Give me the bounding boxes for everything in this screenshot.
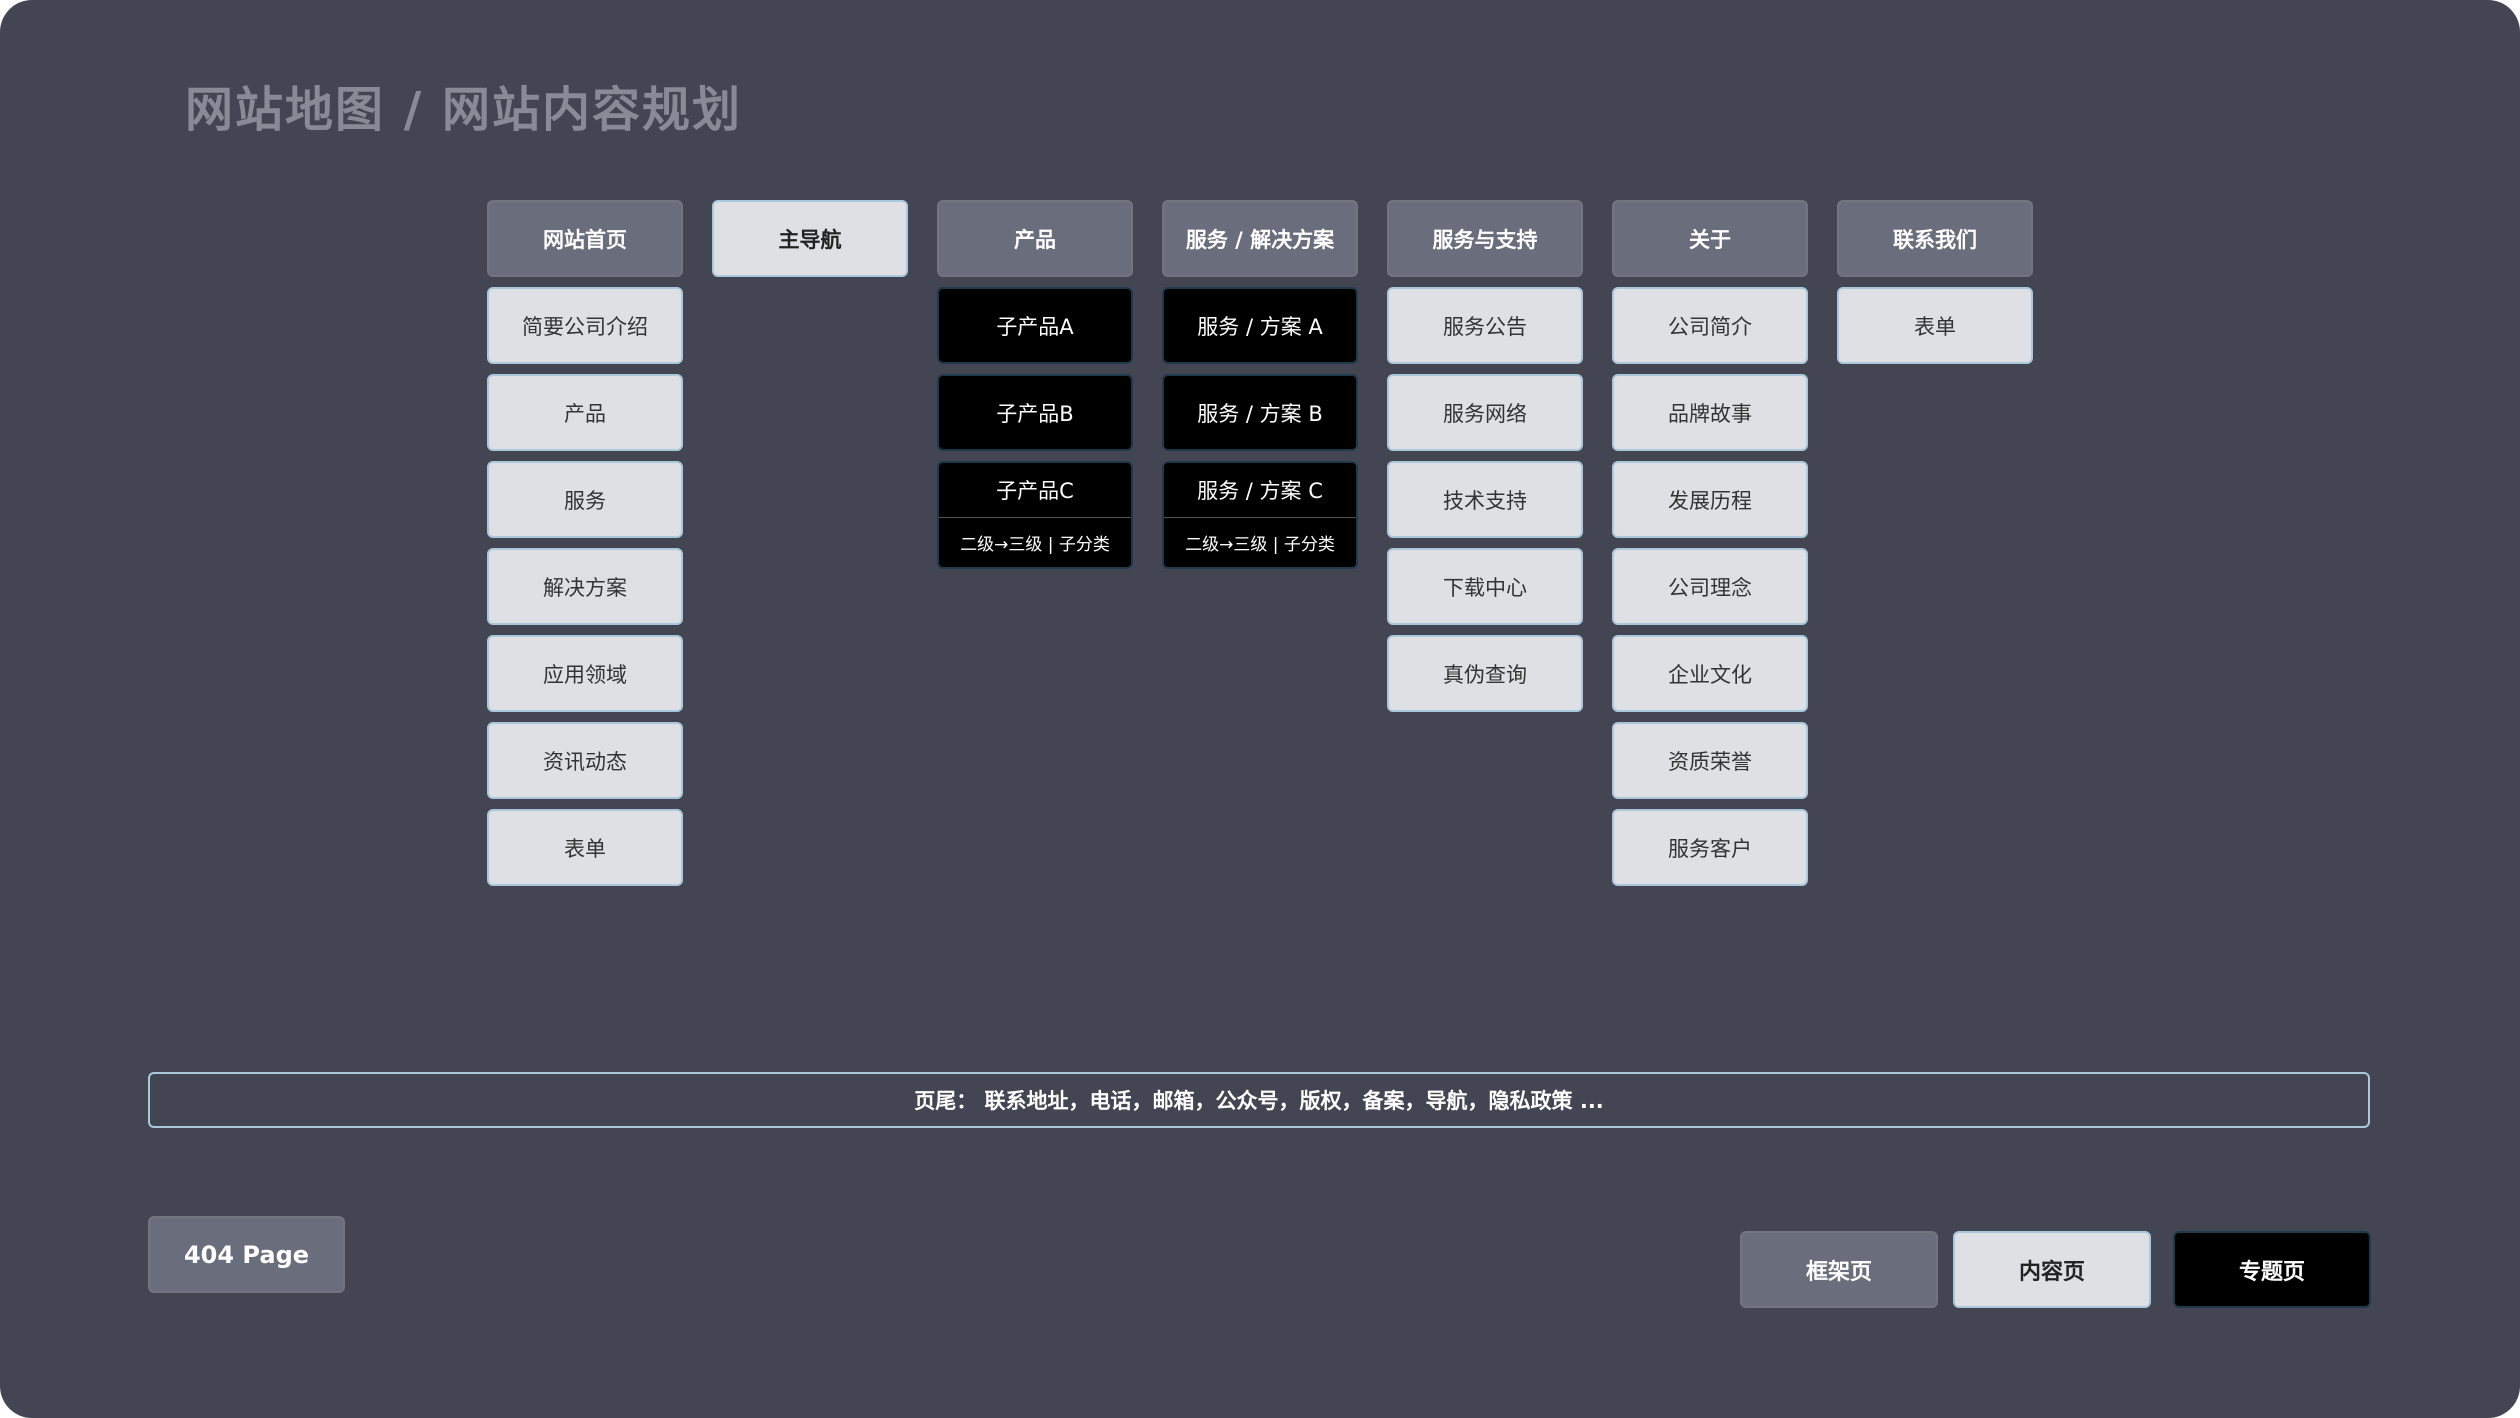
column-services-solutions: 服务 / 解决方案 服务 / 方案 A 服务 / 方案 B 服务 / 方案 C … <box>1162 200 1358 579</box>
home-item[interactable]: 解决方案 <box>487 548 683 625</box>
about-item[interactable]: 企业文化 <box>1612 635 1808 712</box>
legend-frame-page[interactable]: 框架页 <box>1740 1231 1938 1308</box>
product-item[interactable]: 子产品B <box>937 374 1133 451</box>
about-item[interactable]: 公司理念 <box>1612 548 1808 625</box>
column-home: 网站首页 简要公司介绍 产品 服务 解决方案 应用领域 资讯动态 表单 <box>487 200 683 896</box>
contact-item[interactable]: 表单 <box>1837 287 2033 364</box>
column-header-products[interactable]: 产品 <box>937 200 1133 277</box>
home-item[interactable]: 资讯动态 <box>487 722 683 799</box>
service-item-label: 服务 / 方案 C <box>1164 463 1356 518</box>
support-item[interactable]: 技术支持 <box>1387 461 1583 538</box>
column-header-contact[interactable]: 联系我们 <box>1837 200 2033 277</box>
legend-topic-page[interactable]: 专题页 <box>2173 1231 2371 1308</box>
column-header-service-support[interactable]: 服务与支持 <box>1387 200 1583 277</box>
support-item[interactable]: 服务公告 <box>1387 287 1583 364</box>
product-item-with-subcategory[interactable]: 子产品C 二级→三级 | 子分类 <box>937 461 1133 569</box>
page-404-button[interactable]: 404 Page <box>148 1216 345 1293</box>
about-item[interactable]: 资质荣誉 <box>1612 722 1808 799</box>
service-item[interactable]: 服务 / 方案 B <box>1162 374 1358 451</box>
about-item[interactable]: 发展历程 <box>1612 461 1808 538</box>
column-about: 关于 公司简介 品牌故事 发展历程 公司理念 企业文化 资质荣誉 服务客户 <box>1612 200 1808 896</box>
support-item[interactable]: 服务网络 <box>1387 374 1583 451</box>
page-title: 网站地图 / 网站内容规划 <box>185 82 742 138</box>
about-item[interactable]: 服务客户 <box>1612 809 1808 886</box>
service-item[interactable]: 服务 / 方案 A <box>1162 287 1358 364</box>
column-header-services-solutions[interactable]: 服务 / 解决方案 <box>1162 200 1358 277</box>
home-item[interactable]: 产品 <box>487 374 683 451</box>
product-item-label: 子产品C <box>939 463 1131 518</box>
product-item[interactable]: 子产品A <box>937 287 1133 364</box>
column-products: 产品 子产品A 子产品B 子产品C 二级→三级 | 子分类 <box>937 200 1133 579</box>
home-item[interactable]: 应用领域 <box>487 635 683 712</box>
column-header-home[interactable]: 网站首页 <box>487 200 683 277</box>
service-item-with-subcategory[interactable]: 服务 / 方案 C 二级→三级 | 子分类 <box>1162 461 1358 569</box>
footer-bar[interactable]: 页尾： 联系地址，电话，邮箱，公众号，版权，备案，导航，隐私政策 ... <box>148 1072 2370 1128</box>
support-item[interactable]: 下载中心 <box>1387 548 1583 625</box>
legend-content-page[interactable]: 内容页 <box>1953 1231 2151 1308</box>
home-item[interactable]: 简要公司介绍 <box>487 287 683 364</box>
about-item[interactable]: 公司简介 <box>1612 287 1808 364</box>
column-header-main-nav[interactable]: 主导航 <box>712 200 908 277</box>
column-main-nav: 主导航 <box>712 200 908 287</box>
subcategory-note: 二级→三级 | 子分类 <box>1185 535 1335 555</box>
column-header-about[interactable]: 关于 <box>1612 200 1808 277</box>
support-item[interactable]: 真伪查询 <box>1387 635 1583 712</box>
home-item[interactable]: 表单 <box>487 809 683 886</box>
home-item[interactable]: 服务 <box>487 461 683 538</box>
about-item[interactable]: 品牌故事 <box>1612 374 1808 451</box>
column-service-support: 服务与支持 服务公告 服务网络 技术支持 下载中心 真伪查询 <box>1387 200 1583 722</box>
subcategory-note: 二级→三级 | 子分类 <box>960 535 1110 555</box>
column-contact: 联系我们 表单 <box>1837 200 2033 374</box>
